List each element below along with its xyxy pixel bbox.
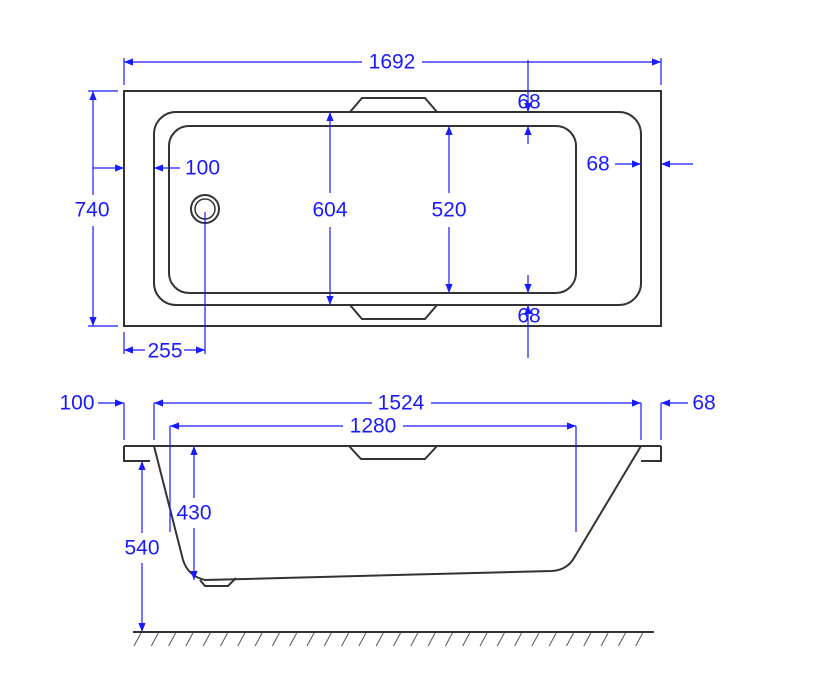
hatch-mark — [254, 632, 263, 647]
hatch-mark — [271, 632, 280, 647]
dimension-bowl-width-top: 604 — [312, 112, 348, 305]
hatch-mark — [548, 632, 557, 647]
dimension-bottom-length: 1280 — [169, 415, 577, 532]
hatch-mark — [617, 632, 626, 647]
hatch-mark — [375, 632, 384, 647]
dimension-label: 1280 — [350, 415, 397, 438]
dimension-rim-top: 68 — [517, 60, 541, 144]
hatch-mark — [358, 632, 367, 647]
dimension-label: 100 — [59, 392, 94, 415]
dimension-rim-right: 68 — [586, 153, 693, 176]
hatch-mark — [496, 632, 505, 647]
top-handle-recess — [349, 97, 438, 113]
hatch-mark — [289, 632, 298, 647]
hatch-mark — [635, 632, 644, 647]
hatch-mark — [514, 632, 523, 647]
hatch-mark — [341, 632, 350, 647]
bowl-rim-outline — [153, 111, 642, 306]
bottom-handle-recess — [349, 304, 438, 320]
hatch-mark — [133, 632, 142, 647]
dimension-depth: 430 — [176, 446, 212, 580]
hatch-mark — [566, 632, 574, 647]
dimension-label: 520 — [431, 199, 466, 222]
hatch-mark — [323, 632, 332, 647]
top-view: 1692 740 100 604 520 68 — [74, 51, 693, 363]
hatch-mark — [583, 632, 592, 647]
dimension-side-rim-right: 68 — [660, 392, 716, 440]
hatch-mark — [427, 632, 436, 647]
dimension-label: 68 — [517, 91, 540, 114]
dimension-overall-width: 740 — [74, 90, 118, 327]
dimension-label: 68 — [692, 392, 715, 415]
left-rim-ledge — [123, 446, 150, 462]
dimension-label: 740 — [74, 199, 109, 222]
dimension-label: 100 — [185, 157, 220, 180]
hatch-mark — [150, 632, 159, 647]
floor-line — [133, 631, 654, 647]
dimension-label: 68 — [517, 305, 540, 328]
hatch-mark — [462, 632, 471, 647]
dimension-drain-offset: 255 — [123, 212, 206, 363]
hatch-mark — [393, 632, 401, 647]
hatch-mark — [220, 632, 228, 647]
dimension-label: 430 — [176, 502, 211, 525]
dimension-label: 1524 — [378, 392, 425, 415]
hatch-mark — [600, 632, 609, 647]
dimension-label: 540 — [124, 537, 159, 560]
hatch-mark — [168, 632, 177, 647]
dimension-top-inner-length: 1524 — [153, 392, 642, 440]
hatch-mark — [237, 632, 246, 647]
dimension-label: 68 — [586, 153, 609, 176]
right-rim-ledge — [641, 446, 662, 462]
hatch-mark — [202, 632, 211, 647]
dimension-side-rim-left: 100 — [59, 392, 125, 440]
tub-body-profile — [153, 445, 642, 582]
floor-hatching — [133, 632, 644, 647]
hatch-mark — [531, 632, 540, 647]
tub-outer-outline — [123, 90, 662, 327]
tub-foot — [199, 577, 237, 587]
dimension-rim-left: 100 — [93, 157, 220, 180]
dimension-label: 1692 — [369, 51, 416, 74]
dimension-height: 540 — [124, 461, 160, 632]
side-view: 100 1524 1280 68 430 — [59, 392, 716, 647]
dimension-bowl-width-bottom: 520 — [431, 126, 467, 293]
dimension-overall-length: 1692 — [123, 51, 662, 85]
hatch-mark — [479, 632, 488, 647]
hatch-mark — [185, 632, 194, 647]
dimension-rim-bottom: 68 — [517, 275, 541, 358]
dimension-label: 604 — [312, 199, 347, 222]
hatch-mark — [306, 632, 315, 647]
bowl-bottom-outline — [168, 125, 577, 294]
hatch-mark — [444, 632, 453, 647]
dimension-label: 255 — [147, 340, 182, 363]
hatch-mark — [410, 632, 419, 647]
handle-recess-side — [348, 445, 438, 460]
